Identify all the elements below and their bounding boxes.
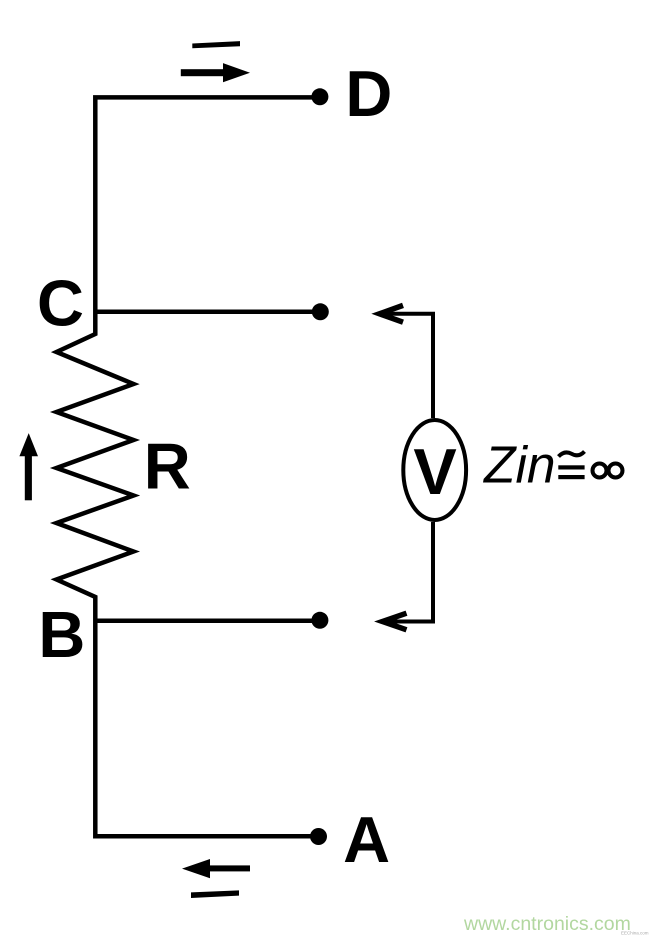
svg-text:Zin: Zin (483, 436, 556, 494)
svg-text:www.cntronics.com: www.cntronics.com (463, 913, 631, 935)
svg-text:V: V (413, 435, 456, 508)
svg-text:A: A (343, 803, 390, 876)
svg-text:EEChina.com: EEChina.com (621, 931, 649, 936)
svg-text:D: D (345, 57, 392, 130)
svg-text:C: C (37, 267, 84, 340)
svg-text:B: B (38, 598, 85, 671)
svg-text:R: R (144, 430, 191, 503)
